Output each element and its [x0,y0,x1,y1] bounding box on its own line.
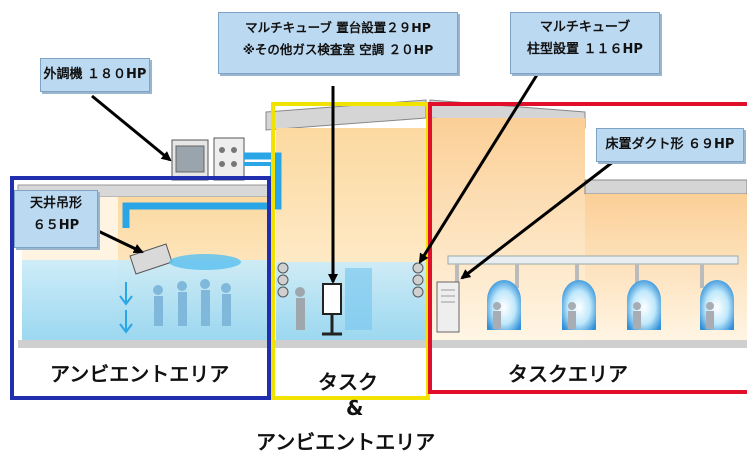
air-bubble [487,280,521,330]
air-bubble [627,280,661,330]
callout-multi-cube-pillar-line2: 柱型設置 １１６HP [527,42,643,57]
callout-ceiling-type-line1: 天井吊形 [29,196,82,211]
callout-multi-cube-stand: マルチキューブ 置台設置２９HP ※その他ガス検査室 空調 ２０HP [218,12,458,74]
callout-ceiling-type: 天井吊形 ６５HP [14,190,98,248]
callout-floor-duct: 床置ダクト形 ６９HP [596,128,744,162]
air-stream [169,254,241,270]
workers-left [153,279,231,326]
ambient-area-frame [10,176,271,400]
supply-duct [122,152,282,228]
outdoor-units [171,137,245,181]
air-bubble [562,280,596,330]
workers-right [493,302,714,329]
callout-multi-cube-stand-line1: マルチキューブ 置台設置２９HP [245,20,431,35]
callout-multi-cube-pillar-line1: マルチキューブ [539,20,631,35]
label-task-area: タスクエリア [508,362,628,386]
arrow-floor-duct [460,156,619,280]
callout-multi-cube-pillar: マルチキューブ 柱型設置 １１６HP [510,12,660,74]
multi-cube-stand-unit [322,283,342,315]
arrow-ceiling [95,228,144,254]
callout-outdoor-unit: 外調機 １８０HP [40,58,150,92]
arrow-pillar [418,69,542,264]
callout-multi-cube-stand-line2: ※その他ガス検査室 空調 ２０HP [242,42,434,57]
callout-ceiling-type-line2: ６５HP [32,218,80,233]
floor-duct-unit [436,281,460,333]
label-ambient-area: アンビエントエリア [50,362,230,386]
air-bubble [700,280,734,330]
arrow-outdoor [91,94,172,162]
label-task: タスク [318,370,378,394]
label-ampersand: & [346,396,364,420]
label-task-ambient-area: アンビエントエリア [256,430,436,454]
